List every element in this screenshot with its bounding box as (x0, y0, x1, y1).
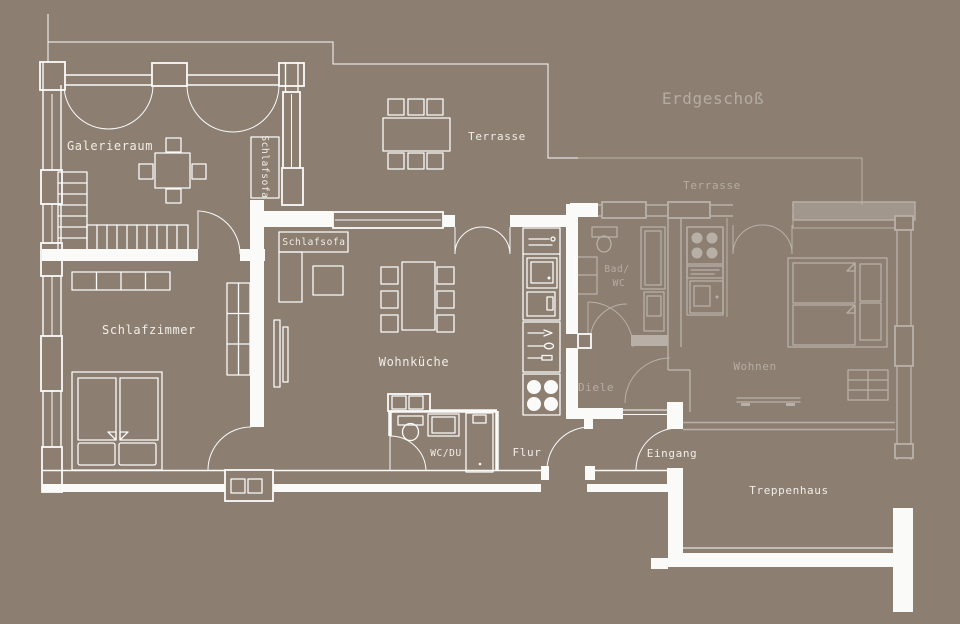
room-label-terrasse-neighbor: Terrasse (683, 179, 741, 192)
chair (407, 152, 425, 170)
toilet-icon (397, 415, 424, 426)
room-label-treppenhaus: Treppenhaus (749, 484, 828, 497)
room-label-terrasse-main: Terrasse (468, 130, 526, 143)
room-wohnkueche-furniture (273, 231, 455, 388)
neighbor-right-wall (896, 220, 912, 460)
chair (380, 314, 399, 333)
shower-icon (640, 226, 666, 290)
room-label-galerieraum: Galerieraum (67, 139, 153, 153)
room-wc-du (387, 393, 499, 473)
bottom-walls (42, 426, 668, 502)
oven-icon (526, 257, 558, 289)
furniture-label-schlafsofa-wohnkueche: Schlafsofa (282, 237, 345, 248)
drawer-icon (686, 265, 724, 279)
neighbor-kitchen (686, 218, 728, 317)
tv-icon (273, 319, 281, 388)
room-wohnen-furniture (736, 257, 889, 406)
neighbor-terrace-outline (578, 157, 863, 205)
chair (165, 188, 182, 204)
furniture-label-schlafsofa-galerieraum: Schlafsofa (259, 135, 270, 198)
cutlery-drawer-icon (522, 321, 561, 373)
terrace-outline (47, 14, 578, 159)
chair (380, 266, 399, 285)
chair (426, 98, 444, 116)
chimney-block (224, 469, 274, 502)
sofa-galerieraum (250, 136, 280, 199)
pillow (859, 302, 882, 341)
room-bad-wc (574, 217, 682, 348)
sink-icon (427, 413, 460, 437)
appliance-icon (526, 291, 556, 317)
door-arc (389, 435, 427, 471)
chair (138, 163, 154, 180)
chair (387, 98, 405, 116)
neighbor-top-wall (792, 201, 916, 221)
door-arc (587, 301, 634, 348)
floor-title: Erdgeschoß (662, 89, 764, 108)
chair (407, 98, 425, 116)
door-arc (546, 426, 591, 471)
oven-icon (689, 280, 724, 314)
table (154, 152, 191, 189)
main-apartment: Galerieraum Terrasse Schlafsofa Schlafso… (39, 14, 913, 612)
chair (165, 137, 182, 153)
pillow (77, 442, 116, 466)
room-label-flur: Flur (513, 446, 542, 459)
dining-table (401, 261, 436, 331)
treppenhaus-walls (651, 470, 913, 612)
door-arc (454, 226, 511, 255)
cooktop-icon (686, 226, 724, 265)
room-label-wohnen: Wohnen (733, 360, 776, 373)
room-label-schlafzimmer: Schlafzimmer (102, 323, 196, 337)
wohnkueche-top-wall (263, 211, 567, 255)
double-bed (787, 257, 888, 348)
door-arc (732, 224, 793, 255)
utensils-icon (528, 238, 553, 246)
cooktop-icon (522, 373, 561, 416)
door-arc (635, 427, 679, 471)
french-door-arc (186, 84, 280, 133)
party-wall (564, 203, 598, 409)
washer-icon (643, 291, 665, 332)
table (382, 117, 451, 152)
sofa-wohnkueche (278, 231, 349, 253)
room-label-wohnkueche: Wohnküche (379, 355, 449, 369)
neighbor-apartment-faded: Erdgeschoß Terrasse Bad/ WC Diele Wohnen (574, 89, 916, 460)
pillow (118, 442, 157, 466)
room-label-wc-du: WC/DU (430, 448, 462, 459)
kitchen-unit (522, 227, 561, 416)
galerie-table-set (138, 137, 207, 204)
ottoman (312, 265, 344, 296)
door-arc (196, 210, 241, 255)
dresser (847, 369, 889, 401)
terrace-dining-set (382, 98, 451, 170)
chair (387, 152, 405, 170)
door-arc (624, 357, 671, 404)
toilet-icon (591, 226, 618, 238)
chair (436, 314, 455, 333)
room-label-bad-wc-1: Bad/ (604, 264, 629, 275)
door-leaf (732, 225, 793, 254)
chair (426, 152, 444, 170)
room-label-eingang: Eingang (647, 447, 698, 460)
door-arc (207, 426, 252, 471)
room-galerieraum-walls (39, 61, 305, 206)
chair (436, 290, 455, 309)
pillow (859, 263, 882, 302)
room-label-diele: Diele (578, 381, 614, 394)
shower-icon (465, 412, 494, 473)
french-door-arc (63, 84, 154, 130)
sideboard (736, 397, 801, 403)
room-label-bad-wc-2: WC (613, 278, 626, 289)
chair (191, 163, 207, 180)
chair (436, 266, 455, 285)
chair (380, 290, 399, 309)
neighbor-bottom-wall (683, 421, 895, 431)
